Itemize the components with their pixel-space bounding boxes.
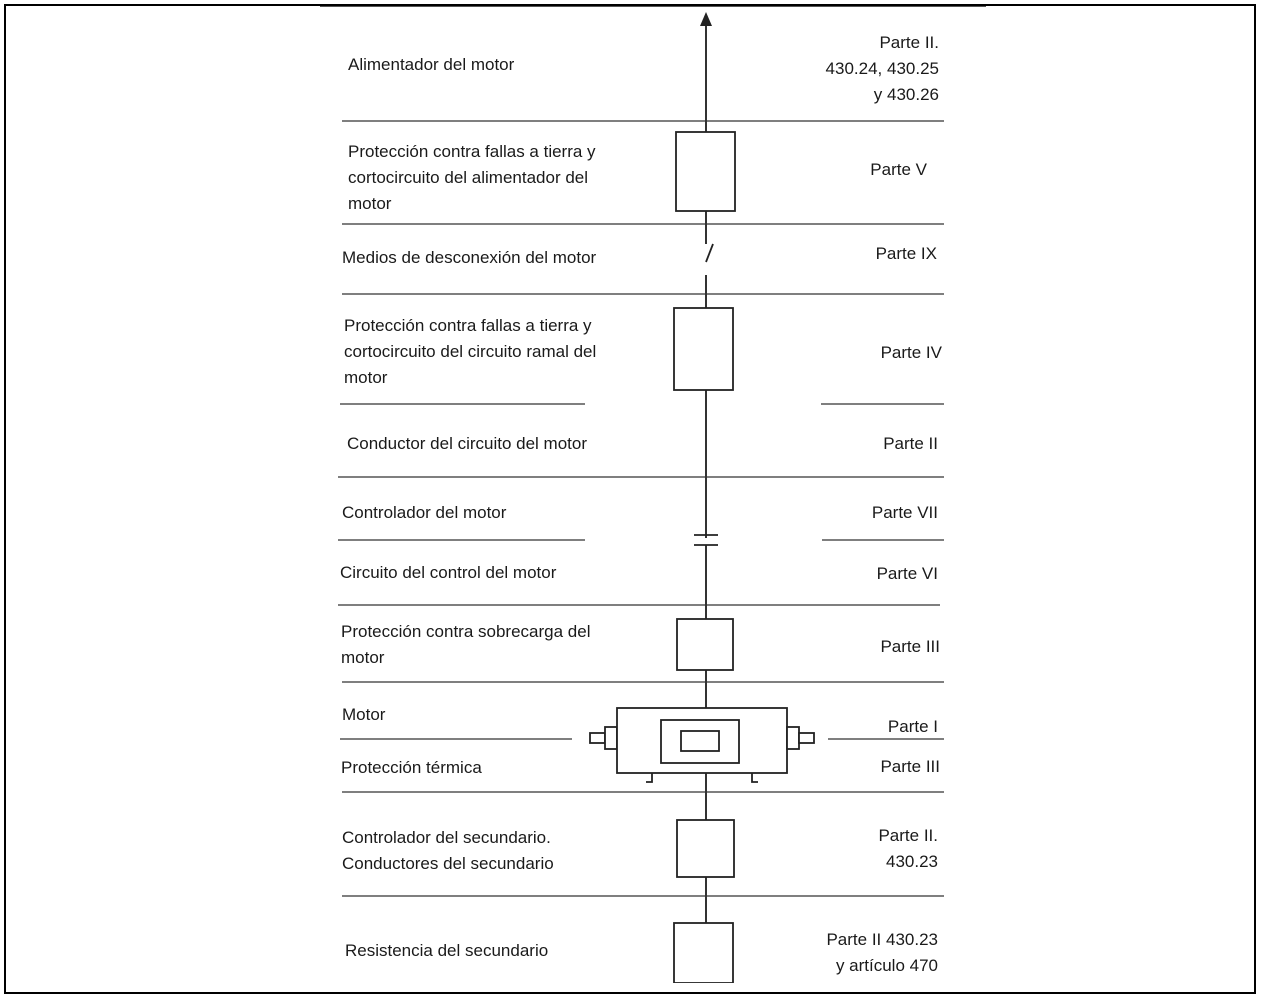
ref-feeder-protection: Parte V <box>870 160 927 179</box>
ref-disconnect: Parte IX <box>875 244 937 263</box>
branch-protection-box <box>673 307 734 391</box>
ref-controller: Parte VII <box>871 503 938 522</box>
label-disconnect: Medios de desconexión del motor <box>342 248 597 267</box>
ref-secondary-controller: Parte II. 430.23 <box>878 826 938 871</box>
disconnect-switch-icon <box>705 243 714 263</box>
ref-motor: Parte I <box>887 717 938 736</box>
label-feeder: Alimentador del motor <box>348 55 515 74</box>
overload-protection-box <box>676 618 734 671</box>
feeder-protection-box <box>675 131 736 212</box>
separator-lines <box>338 120 944 897</box>
ref-overload: Parte III <box>880 637 940 656</box>
label-motor: Motor <box>342 705 386 724</box>
label-secondary-resistance: Resistencia del secundario <box>345 941 549 960</box>
top-rule <box>320 6 986 7</box>
ref-branch-protection: Parte IV <box>880 343 942 362</box>
label-control-circuit: Circuito del control del motor <box>340 563 557 582</box>
secondary-resistance-box <box>673 922 734 983</box>
ref-thermal-protection: Parte III <box>880 757 940 776</box>
label-controller: Controlador del motor <box>342 503 507 522</box>
secondary-controller-box <box>676 819 735 878</box>
label-overload: Protección contra sobrecarga del motor <box>341 622 591 667</box>
controller-contact-icon <box>694 534 718 546</box>
label-circuit-conductor: Conductor del circuito del motor <box>347 434 588 453</box>
arrow-up-icon <box>700 12 712 26</box>
motor-icon <box>589 707 815 783</box>
label-branch-protection: Protección contra fallas a tierra y cort… <box>344 316 597 387</box>
label-feeder-protection: Protección contra fallas a tierra y cort… <box>348 142 596 213</box>
ref-feeder: Parte II. 430.24, 430.25 y 430.26 <box>825 33 939 104</box>
label-secondary-controller: Controlador del secundario. Conductores … <box>342 828 554 873</box>
label-thermal-protection: Protección térmica <box>341 758 482 777</box>
ref-control-circuit: Parte VI <box>876 564 938 583</box>
ref-secondary-resistance: Parte II 430.23 y artículo 470 <box>826 930 938 975</box>
ref-circuit-conductor: Parte II <box>883 434 938 453</box>
